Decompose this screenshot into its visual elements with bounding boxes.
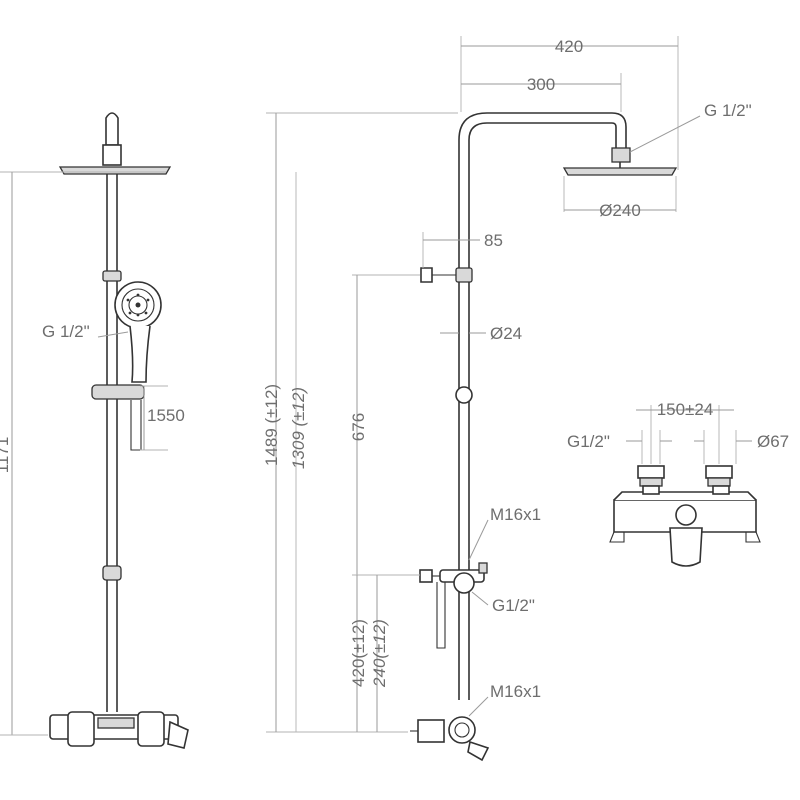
- upper-offset-label: 420(±12): [349, 619, 368, 687]
- hand-shower-thread-label: G 1/2": [42, 322, 90, 341]
- mixer-spout: [669, 527, 703, 567]
- side-hose: [436, 582, 446, 649]
- mixer-thread-label: M16x1: [490, 682, 541, 701]
- side-rain-head-plate: [562, 167, 678, 176]
- hand-shower: [114, 281, 162, 383]
- front-view: 1171 G 1/2" 1550: [0, 112, 189, 749]
- side-mixer: [410, 716, 490, 762]
- mixer-inlet-right: [705, 465, 733, 495]
- mixer-detail: 150±24 G1/2" Ø67: [567, 400, 789, 567]
- side-holder-clamp: [455, 267, 473, 283]
- arm-span-label: 300: [527, 75, 555, 94]
- front-hose: [130, 400, 142, 451]
- head-diameter-label: Ø240: [599, 201, 641, 220]
- diverter-thread-label: M16x1: [490, 505, 541, 524]
- front-rain-head-plate: [58, 166, 172, 175]
- front-top-bracket: [102, 270, 122, 282]
- diverter-outlet-label: G1/2": [492, 596, 535, 615]
- front-mixer: [49, 711, 189, 749]
- pipe-height-label: 1309 (±12): [289, 387, 308, 469]
- front-height-label: 1171: [0, 437, 12, 474]
- mixer-spacing-label: 150±24: [657, 400, 714, 419]
- side-head-connector: [611, 147, 631, 163]
- arm-reach-label: 420: [555, 37, 583, 56]
- side-slider: [455, 386, 473, 404]
- head-thread-label: G 1/2": [704, 101, 752, 120]
- lower-offset-label: 240(±12): [370, 619, 389, 688]
- side-diverter: [419, 562, 488, 594]
- front-slide-holder: [91, 384, 145, 400]
- mixer-inlet-thread-label: G1/2": [567, 432, 610, 451]
- holder-height-label: 676: [349, 413, 368, 441]
- side-holder-cup: [420, 267, 433, 283]
- hose-length-label: 1550: [147, 406, 185, 425]
- pipe-diameter-label: Ø24: [490, 324, 522, 343]
- mixer-inlet-left: [637, 465, 665, 495]
- total-height-label: 1489 (±12): [262, 384, 281, 466]
- mixer-handle: [675, 504, 697, 526]
- side-view: 420 300 G 1/2" Ø240 85 Ø24 1489 (±12) 13…: [262, 36, 752, 762]
- front-lower-bracket: [102, 565, 122, 581]
- mixer-escutcheon-label: Ø67: [757, 432, 789, 451]
- holder-offset-label: 85: [484, 231, 503, 250]
- front-rain-head-stem: [105, 112, 119, 146]
- front-rain-head-neck: [102, 144, 122, 166]
